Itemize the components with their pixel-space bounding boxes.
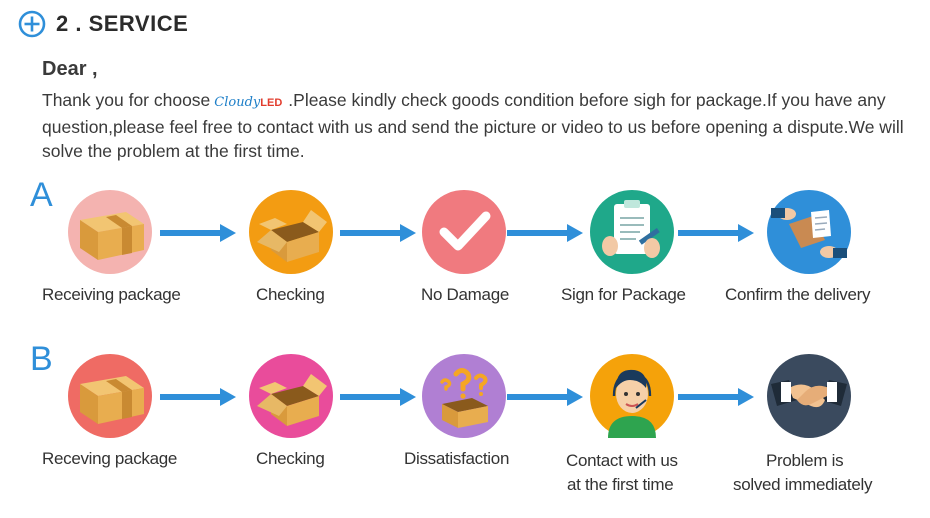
- plus-circle-icon: [18, 10, 46, 38]
- step-a2-icon: [249, 190, 333, 274]
- step-b4-icon: [590, 354, 674, 438]
- brand-logo-left: Cloudy: [214, 95, 261, 110]
- step-b4-label-line2: at the first time: [567, 475, 674, 494]
- intro-text-after: .Please kindly check goods condition bef…: [42, 90, 904, 161]
- section-title: 2 . SERVICE: [56, 11, 189, 36]
- package-icon: [68, 354, 152, 438]
- step-b4-label: Contact with us: [566, 451, 678, 470]
- arrow-b2: [340, 388, 416, 406]
- step-a1-label: Receiving package: [42, 285, 181, 304]
- step-b1-icon: [68, 354, 152, 438]
- package-icon: [68, 190, 152, 274]
- arrow-a3: [507, 224, 583, 242]
- open-box-icon: [249, 354, 333, 438]
- step-b2-icon: [249, 354, 333, 438]
- arrow-a1: [160, 224, 236, 242]
- step-b5-icon: [767, 354, 851, 438]
- step-b3-label: Dissatisfaction: [404, 449, 510, 468]
- step-b2-label: Checking: [256, 449, 325, 468]
- step-a1-icon: [68, 190, 152, 274]
- step-a3-label: No Damage: [421, 285, 510, 304]
- step-b3-icon: [422, 354, 506, 438]
- handshake-icon: [767, 354, 851, 438]
- arrow-b1: [160, 388, 236, 406]
- greeting: Dear ,: [42, 58, 98, 80]
- arrow-a2: [340, 224, 416, 242]
- row-b-letter: B: [30, 340, 53, 378]
- handover-icon: [767, 190, 851, 274]
- brand-logo-right: LED: [260, 97, 283, 109]
- step-a3-icon: [422, 190, 506, 274]
- step-a4-icon: [590, 190, 674, 274]
- arrow-a4: [678, 224, 754, 242]
- step-a5-label: Confirm the delivery: [725, 285, 871, 304]
- question-box-icon: [422, 354, 506, 438]
- step-a5-icon: [767, 190, 851, 274]
- clipboard-sign-icon: [590, 190, 674, 274]
- step-b1-label: Receving package: [42, 449, 178, 468]
- open-box-icon: [249, 190, 333, 274]
- step-a4-label: Sign for Package: [561, 285, 686, 304]
- brand-logo: CloudyLED: [214, 88, 282, 115]
- step-a2-label: Checking: [256, 285, 325, 304]
- step-b5-label: Problem is: [766, 451, 844, 470]
- checkmark-icon: [422, 190, 506, 274]
- support-agent-icon: [590, 354, 674, 438]
- arrow-b4: [678, 388, 754, 406]
- intro-text-before: Thank you for choose: [42, 90, 211, 111]
- arrow-b3: [507, 388, 583, 406]
- section-header: 2 . SERVICE: [18, 10, 188, 38]
- step-b5-label-line2: solved immediately: [733, 475, 873, 494]
- row-a-letter: A: [30, 176, 53, 214]
